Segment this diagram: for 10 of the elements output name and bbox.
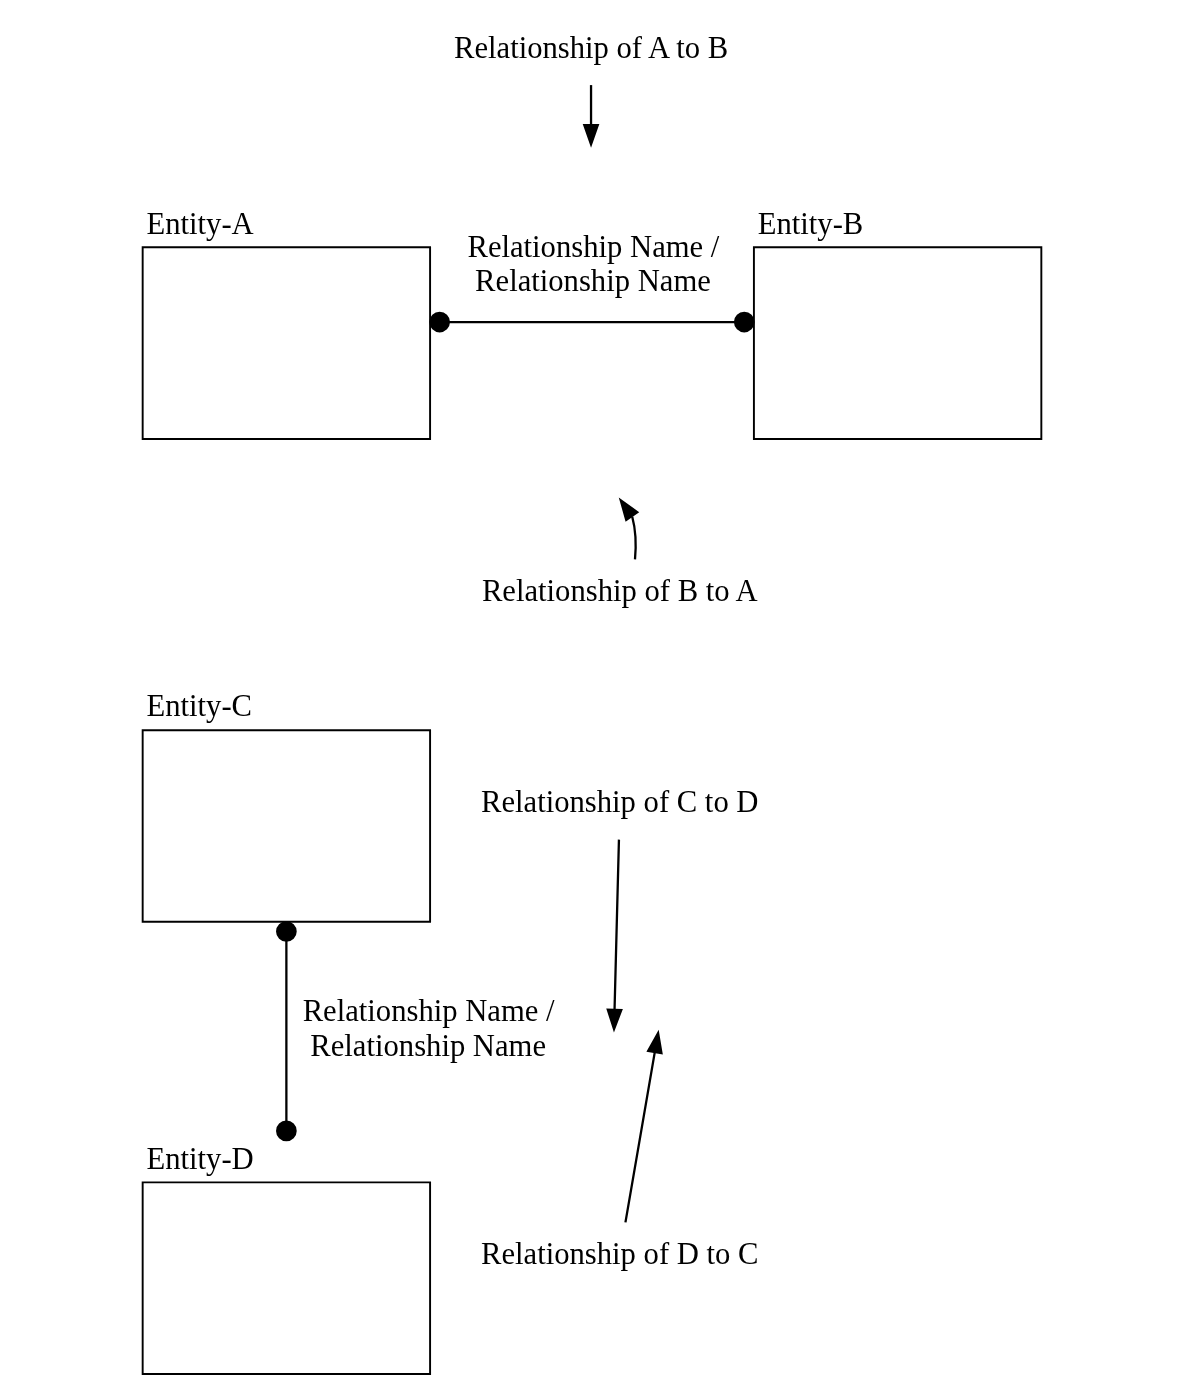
node-label: Entity-A <box>146 206 254 241</box>
node-text: Relationship of C to D <box>481 785 759 820</box>
node-text: Relationship of D to C <box>481 1237 759 1272</box>
node-label: Entity-B <box>757 206 864 241</box>
node-text: Relationship of A to B <box>454 30 729 65</box>
node-label: Entity-D <box>146 1141 254 1176</box>
edge-label: Relationship Name / Relationship Name <box>467 229 720 298</box>
node-text: Relationship of B to A <box>481 574 758 609</box>
node-label: Entity-C <box>146 689 253 724</box>
edge-label: Relationship Name / Relationship Name <box>302 994 555 1063</box>
